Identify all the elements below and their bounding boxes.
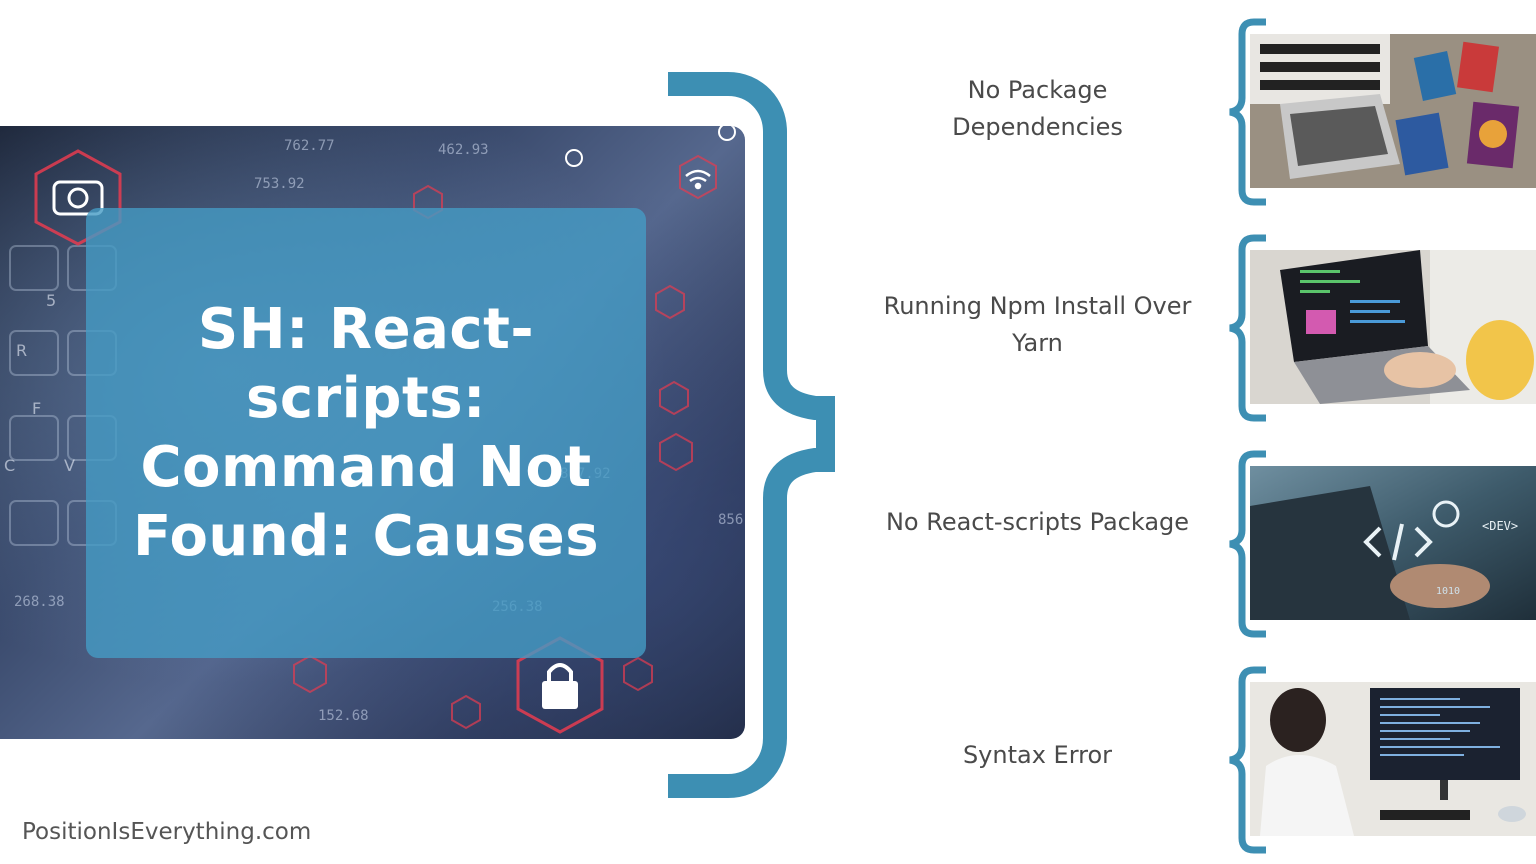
title-card: SH: React-scripts: Command Not Found: Ca… — [86, 208, 646, 658]
svg-text:<DEV>: <DEV> — [1482, 519, 1518, 533]
svg-text:152.68: 152.68 — [318, 708, 369, 724]
svg-text:268.38: 268.38 — [14, 594, 65, 610]
site-name: PositionIsEverything.com — [22, 819, 312, 845]
hero-image: 762.77 462.93 753.92 817.92 856.4 268.38… — [0, 126, 745, 739]
small-brace-icon — [1229, 666, 1266, 854]
cause-label-1: No Package Dependencies — [952, 76, 1123, 141]
cause-thumbnail-2 — [1224, 234, 1536, 422]
laptop-code-photo — [1250, 250, 1536, 404]
svg-text:5: 5 — [46, 291, 56, 310]
page-title: SH: React-scripts: Command Not Found: Ca… — [132, 297, 600, 569]
small-brace-icon — [1229, 18, 1266, 206]
svg-text:R: R — [16, 341, 27, 360]
cause-thumbnail-3: <DEV> 1010 — [1224, 450, 1536, 638]
svg-text:F: F — [32, 399, 41, 418]
svg-text:C: C — [4, 456, 15, 475]
coding-overlay-photo: <DEV> 1010 — [1250, 466, 1536, 620]
svg-text:762.77: 762.77 — [284, 138, 335, 154]
svg-text:753.92: 753.92 — [254, 176, 305, 192]
svg-text:462.93: 462.93 — [438, 142, 489, 158]
laptop-java-books-photo — [1250, 34, 1536, 188]
cause-label-4: Syntax Error — [962, 741, 1113, 769]
small-brace-icon — [1229, 234, 1266, 422]
svg-text:856.4: 856.4 — [718, 512, 745, 528]
small-brace-icon — [1229, 450, 1266, 638]
cause-label-3: No React-scripts Package — [885, 508, 1190, 536]
cause-thumbnail-4 — [1224, 666, 1536, 854]
developer-monitor-photo — [1250, 682, 1536, 836]
cause-label-2: Running Npm Install Over Yarn — [883, 292, 1192, 357]
svg-text:1010: 1010 — [1436, 586, 1460, 597]
curly-brace-icon — [668, 72, 835, 798]
cause-thumbnail-1 — [1224, 18, 1536, 206]
svg-text:V: V — [64, 456, 75, 475]
